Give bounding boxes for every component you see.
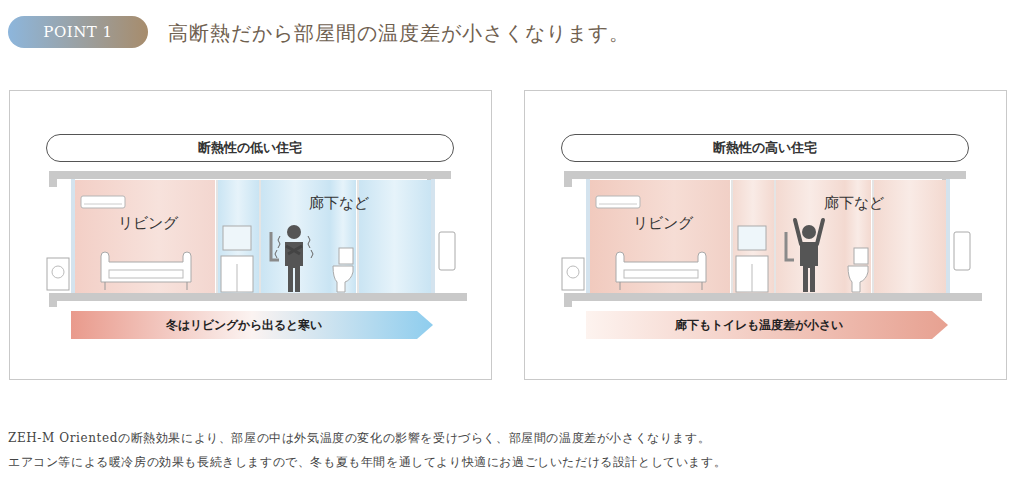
partition [731,180,733,293]
sofa-leg [187,282,188,290]
panel-heading: 断熱性の高い住宅 [561,134,969,162]
mirror [738,226,766,250]
room [590,180,730,293]
outer-wall [586,179,590,293]
title: 高断熱だから部屋間の温度差が小さくなります。 [168,20,630,47]
band-text: 廊下もトイレも温度差が小さい [586,311,932,339]
band-text: 冬はリビングから出ると寒い [71,311,417,339]
sofa-leg [620,282,621,290]
floor-step [49,293,57,307]
vanity-split [237,264,238,292]
ceiling-step [564,171,572,187]
person-head [287,225,301,239]
toilet-bowl [848,266,868,292]
toilet-tank [854,248,868,264]
ceiling-step [49,171,57,187]
shiver-mark [275,236,280,258]
outdoor-fan [52,266,64,278]
room [217,180,259,293]
partition [774,180,776,293]
water-heater [954,232,970,270]
room [75,180,215,293]
ceiling-slab [49,171,451,179]
air-conditioner-vent [84,204,122,205]
vanity-split [752,264,753,292]
sofa-seat [109,270,183,278]
floor-slab [564,293,982,301]
person-head [802,225,816,239]
mirror [223,226,251,250]
person-body [285,242,303,292]
water-heater [439,232,455,270]
arrow-band-fill [71,311,433,339]
comparison-panel: 冬はリビングから出ると寒い 断熱性の低い住宅 [9,90,492,380]
room-label: 廊下など [824,194,884,213]
person-arm [795,220,801,244]
outer-wall [431,179,435,293]
shiver-mark [308,236,313,258]
point-badge: POINT 1 [8,16,148,48]
vanity [736,256,768,292]
vanity [221,256,253,292]
room-label: リビング [118,214,178,233]
toilet-tank [339,248,353,264]
partition [259,180,261,293]
arrow-band: 廊下もトイレも温度差が小さい [586,311,948,339]
arrow-band-fill [586,311,948,339]
outdoor-unit [562,258,584,290]
body-text: ZEH-M Orientedの断熱効果により、部屋の中は外気温度の変化の影響を受… [8,430,710,447]
handrail [786,232,794,260]
sofa-leg [105,282,106,290]
panel-heading: 断熱性の低い住宅 [46,134,454,162]
person-body [800,242,818,292]
outer-wall [946,179,950,293]
handrail [271,232,279,260]
sofa [101,252,191,282]
floor-step [564,293,572,307]
air-conditioner [81,196,125,208]
air-conditioner [596,196,640,208]
room [732,180,774,293]
sofa-leg [702,282,703,290]
outdoor-fan [567,266,579,278]
toilet-bowl [333,266,353,292]
sofa-seat [624,270,698,278]
outdoor-unit [47,258,69,290]
room-label: リビング [633,214,693,233]
sofa [616,252,706,282]
point-label: POINT 1 [43,23,112,41]
partition [216,180,218,293]
outer-wall [71,179,75,293]
warm-house [562,171,982,307]
person-arm [286,246,302,254]
body-text: エアコン等による暖冷房の効果も長続きしますので、冬も夏も年間を通してより快適にお… [8,454,726,471]
floor-slab [49,293,467,301]
air-conditioner-vent [599,204,637,205]
arrow-band: 冬はリビングから出ると寒い [71,311,433,339]
room-label: 廊下など [309,194,369,213]
comparison-panel: 廊下もトイレも温度差が小さい 断熱性の高い住宅 [524,90,1007,380]
cold-house [47,171,467,307]
ceiling-slab [564,171,966,179]
person-arm [817,220,823,244]
